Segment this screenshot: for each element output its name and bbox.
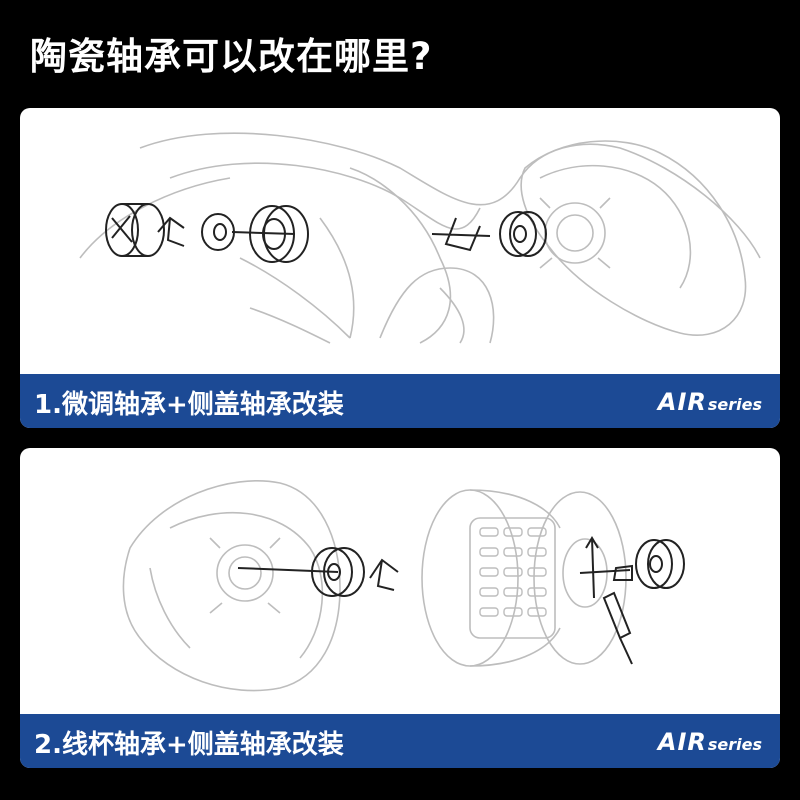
assembly-arrow-1 — [237, 567, 339, 573]
air-series-logo: AIRseries — [657, 728, 762, 756]
micro-adjust-knob — [105, 203, 165, 257]
ceramic-bearing-spool — [635, 539, 685, 589]
panel-spool-bearing: 2.线杯轴承+侧盖轴承改装 AIRseries — [20, 448, 780, 768]
pin — [602, 591, 633, 665]
e-clip — [157, 216, 185, 247]
reel-exploded-illustration-2 — [122, 480, 685, 692]
spool-shaft — [579, 564, 633, 581]
spool-shaft-arrow — [585, 536, 599, 599]
panel-micro-adjust-bearing: 1.微调轴承+侧盖轴承改装 AIRseries — [20, 108, 780, 428]
e-clip — [369, 558, 399, 591]
ceramic-bearing-small — [201, 213, 235, 251]
panel-1-banner: 1.微调轴承+侧盖轴承改装 AIRseries — [20, 374, 780, 428]
assembly-arrow-1 — [231, 231, 296, 235]
panel-2-label: 2.线杯轴承+侧盖轴承改装 — [34, 730, 344, 760]
e-clip-2 — [431, 217, 491, 252]
ceramic-bearing-side-cover — [499, 211, 547, 257]
air-series-logo: AIRseries — [657, 388, 762, 416]
panel-1-label: 1.微调轴承+侧盖轴承改装 — [34, 390, 344, 420]
page-title: 陶瓷轴承可以改在哪里? — [30, 35, 433, 78]
reel-exploded-illustration-1 — [79, 132, 761, 344]
panel-2-banner: 2.线杯轴承+侧盖轴承改装 AIRseries — [20, 714, 780, 768]
